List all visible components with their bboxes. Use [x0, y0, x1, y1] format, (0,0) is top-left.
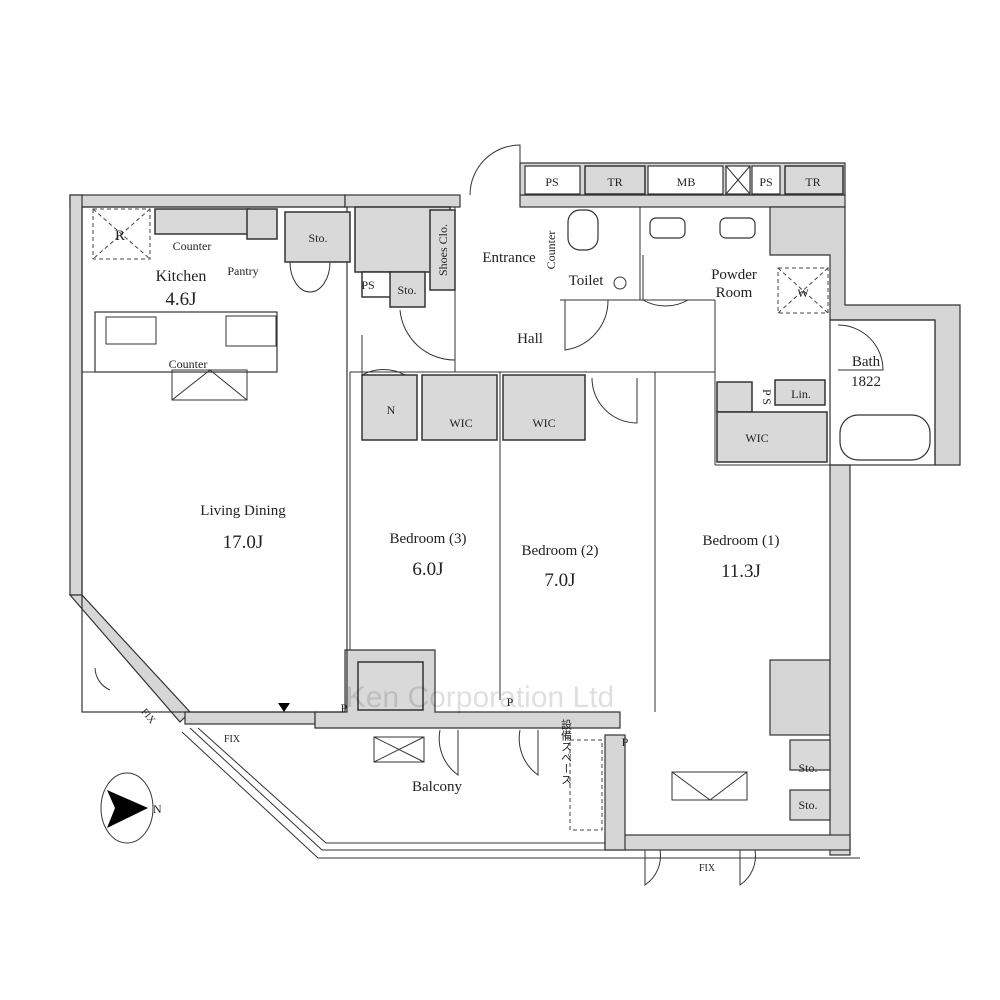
balcony-outline [181, 727, 860, 859]
counter-kitchen-label: Counter [169, 357, 208, 371]
partitions [81, 206, 936, 713]
bedroom1-size: 11.3J [721, 561, 761, 582]
balcony-label: Balcony [412, 779, 462, 795]
entry-marker-icon [278, 703, 290, 712]
compass-label: N [153, 802, 162, 816]
counter-top-label: Counter [173, 239, 212, 253]
toilet-label: Toilet [569, 273, 605, 289]
storage-hall-label: Sto. [397, 283, 416, 297]
kitchen-label: Kitchen [156, 268, 207, 285]
bath-label: Bath [852, 354, 881, 370]
pipe-label-3: P [622, 735, 629, 749]
wic-bed1-label: WIC [745, 431, 768, 445]
living-dining-size: 17.0J [223, 532, 264, 553]
pipe-label-1: P [341, 701, 348, 715]
bedroom2-label: Bedroom (2) [521, 543, 598, 559]
fix-window-label-2: FIX [224, 734, 241, 745]
ps-bath-label: P S [760, 389, 774, 405]
counter-entrance-label: Counter [544, 231, 558, 270]
doors [94, 144, 884, 886]
kitchen-fixtures [92, 208, 456, 401]
kitchen-size: 4.6J [165, 289, 196, 310]
bedroom3-size: 6.0J [412, 559, 443, 580]
shoes-closet-label: Shoes Clo. [436, 224, 450, 276]
pantry-label: Pantry [227, 264, 258, 278]
bath-size: 1822 [851, 374, 881, 390]
equipment-space-label: 設備スペース [560, 718, 573, 785]
fix-window-label-1: FIX [139, 707, 158, 727]
mb-label: MB [677, 175, 696, 189]
pipe-label-2: P [507, 695, 514, 709]
niche-label: N [387, 403, 396, 417]
wic-bed2-label: WIC [532, 416, 555, 430]
fix-window-label-3: FIX [699, 863, 716, 874]
wic-fixtures [361, 374, 831, 821]
bedroom3-label: Bedroom (3) [389, 531, 466, 547]
labels: R Counter Kitchen 4.6J Pantry Sto. PS St… [115, 175, 881, 874]
storage-kitchen-label: Sto. [308, 231, 327, 245]
storage-bed1-b-label: Sto. [798, 798, 817, 812]
refrigerator-label: R [115, 228, 125, 244]
powder-room-label-1: Powder [711, 267, 757, 283]
wic-bed3-label: WIC [449, 416, 472, 430]
north-compass: N [100, 772, 162, 844]
service-strip [524, 165, 931, 461]
storage-bed1-a-label: Sto. [798, 761, 817, 775]
ps-kitchen-label: PS [361, 278, 374, 292]
washer-label: W [797, 286, 809, 300]
tr-top-2-label: TR [805, 175, 820, 189]
north-arrow-icon [107, 790, 148, 828]
linen-label: Lin. [791, 387, 811, 401]
watermark: Ken Corporation Ltd [346, 681, 615, 714]
hall-label: Hall [517, 331, 543, 347]
living-dining-label: Living Dining [200, 503, 286, 519]
tr-top-1-label: TR [607, 175, 622, 189]
entrance-label: Entrance [482, 250, 536, 266]
powder-room-label-2: Room [716, 285, 753, 301]
ps-top-1-label: PS [545, 175, 558, 189]
bedroom1-label: Bedroom (1) [702, 533, 779, 549]
bedroom2-size: 7.0J [544, 570, 575, 591]
ps-top-2-label: PS [759, 175, 772, 189]
